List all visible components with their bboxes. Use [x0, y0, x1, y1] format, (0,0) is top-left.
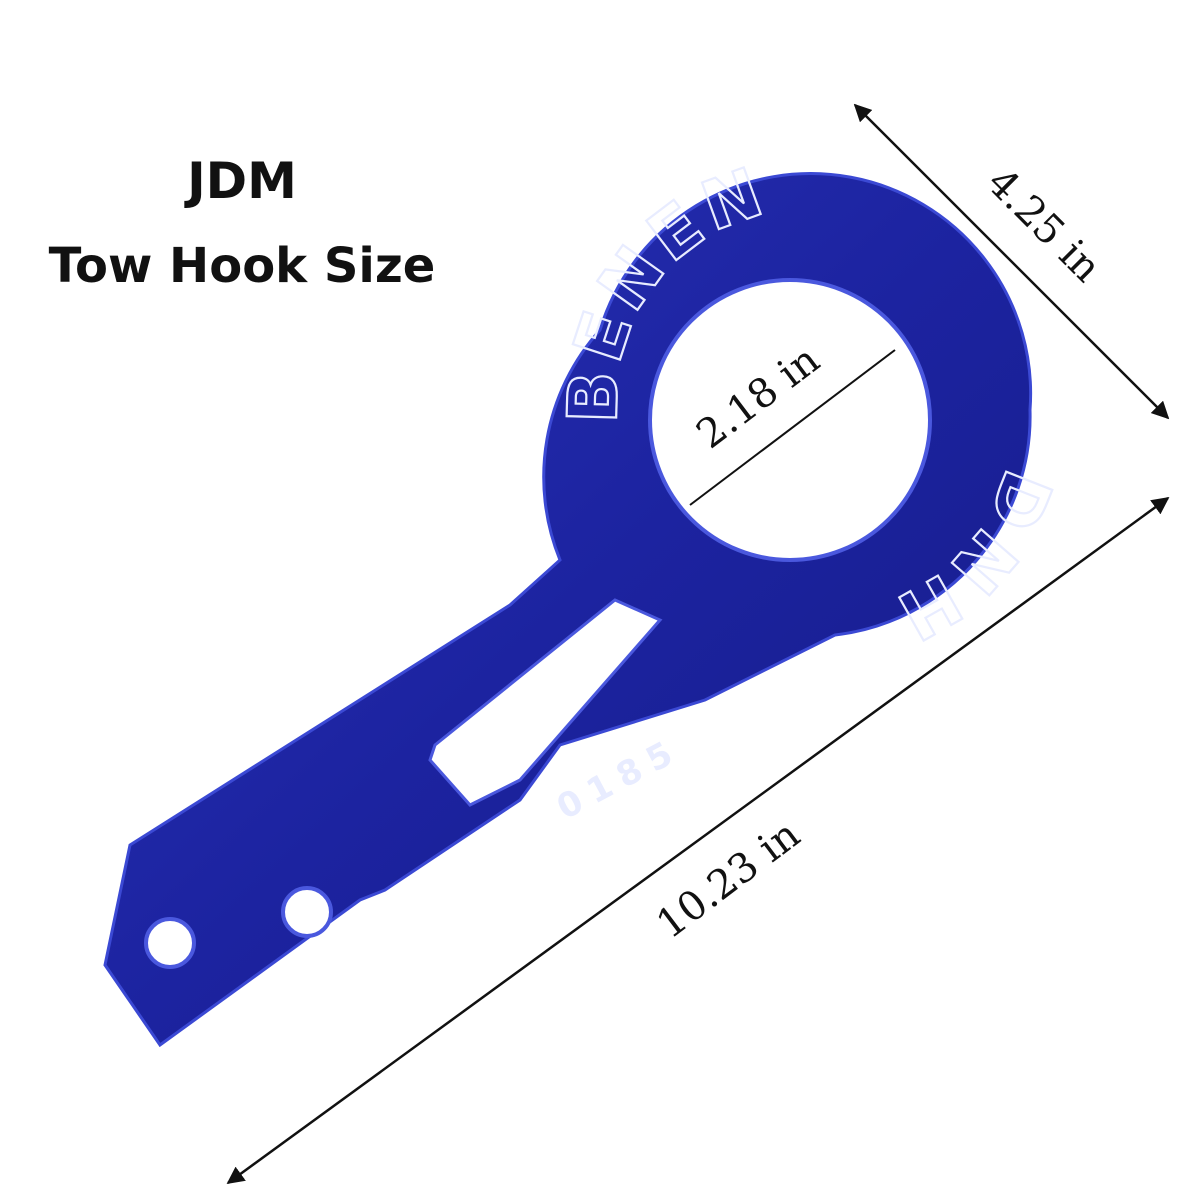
hook-body	[103, 172, 1033, 1048]
length-arrow	[226, 496, 1170, 1185]
heading-line-1: JDM	[187, 152, 297, 210]
tow-hook: BENEN DNH 0185	[103, 150, 1061, 1048]
width-arrow	[853, 103, 1170, 420]
mount-hole-2	[281, 886, 333, 938]
heading-line-2: Tow Hook Size	[48, 238, 436, 294]
serial-number: 0185	[550, 729, 688, 828]
width-label: 4.25 in	[978, 160, 1110, 292]
length-label: 10.23 in	[648, 811, 808, 948]
hole-diameter-line	[689, 349, 896, 506]
mount-hole-1	[144, 917, 196, 969]
